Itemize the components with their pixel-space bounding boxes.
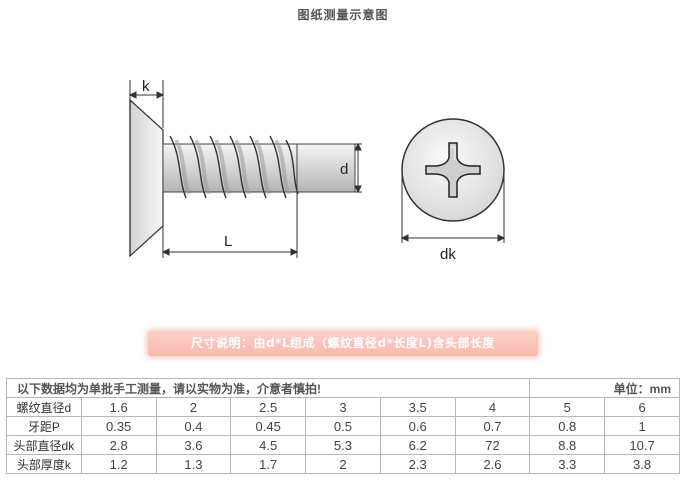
screw-drawing: k d L dk	[128, 78, 506, 263]
dim-k	[128, 80, 165, 128]
table-cell: 8.8	[529, 435, 606, 455]
size-note: 尺寸说明：由d*L组成（螺纹直径d*长度L)含头部长度	[148, 331, 538, 356]
spec-table: 以下数据均为单批手工测量，请以实物为准，介意者慎拍! 单位：mm 螺纹直径d 1…	[5, 378, 680, 474]
dim-d	[354, 142, 362, 194]
table-cell: 72	[454, 435, 531, 455]
phillips-cross-icon	[425, 142, 481, 198]
table-cell: 6.2	[379, 435, 456, 455]
table-cell: 0.35	[80, 416, 157, 436]
table-cell: 1	[604, 416, 680, 436]
table-cell: 5	[529, 397, 606, 417]
table-cell: 0.45	[230, 416, 307, 436]
table-cell: 3.5	[379, 397, 456, 417]
screw-head-side	[129, 98, 164, 258]
table-row: 螺纹直径d 1.6 2 2.5 3 3.5 4 5 6	[6, 397, 680, 417]
table-cell: 0.6	[379, 416, 456, 436]
label-l: L	[224, 233, 232, 250]
table-cell: 3.8	[604, 454, 680, 474]
row-label: 螺纹直径d	[6, 397, 82, 417]
screw-head-top	[401, 118, 505, 222]
row-label: 牙距P	[6, 416, 82, 436]
table-cell: 2.5	[230, 397, 307, 417]
table-notice: 以下数据均为单批手工测量，请以实物为准，介意者慎拍!	[5, 378, 531, 398]
table-unit: 单位：mm	[529, 378, 680, 398]
table-cell: 0.5	[305, 416, 381, 436]
table-cell: 10.7	[604, 435, 680, 455]
table-cell: 6	[604, 397, 680, 417]
table-cell: 2	[155, 397, 232, 417]
table-cell: 2	[305, 454, 381, 474]
dim-l	[161, 192, 299, 258]
row-label: 头部厚度k	[6, 454, 82, 474]
table-header-row: 以下数据均为单批手工测量，请以实物为准，介意者慎拍! 单位：mm	[5, 378, 680, 398]
table-row: 牙距P 0.35 0.4 0.45 0.5 0.6 0.7 0.8 1	[6, 416, 680, 436]
table-cell: 0.7	[454, 416, 531, 436]
label-dk: dk	[440, 246, 456, 263]
table-cell: 3.6	[155, 435, 232, 455]
table-cell: 2.3	[379, 454, 456, 474]
table-row: 头部直径dk 2.8 3.6 4.5 5.3 6.2 72 8.8 10.7	[6, 435, 680, 455]
table-cell: 1.2	[80, 454, 157, 474]
table-cell: 1.3	[155, 454, 232, 474]
table-cell: 4	[454, 397, 531, 417]
page-title: 图纸测量示意图	[297, 8, 389, 22]
table-row: 头部厚度k 1.2 1.3 1.7 2 2.3 2.6 3.3 3.8	[6, 454, 680, 474]
label-k: k	[142, 78, 150, 95]
table-cell: 1.7	[230, 454, 307, 474]
table-cell: 2.8	[80, 435, 157, 455]
dim-dk	[400, 175, 506, 243]
label-d: d	[340, 161, 348, 178]
table-cell: 5.3	[305, 435, 381, 455]
table-cell: 2.6	[454, 454, 531, 474]
row-label: 头部直径dk	[6, 435, 82, 455]
table-cell: 4.5	[230, 435, 307, 455]
table-cell: 0.8	[529, 416, 606, 436]
table-cell: 0.4	[155, 416, 232, 436]
table-cell: 1.6	[80, 397, 157, 417]
table-cell: 3.3	[529, 454, 606, 474]
table-cell: 3	[305, 397, 381, 417]
screw-threads	[169, 135, 299, 199]
